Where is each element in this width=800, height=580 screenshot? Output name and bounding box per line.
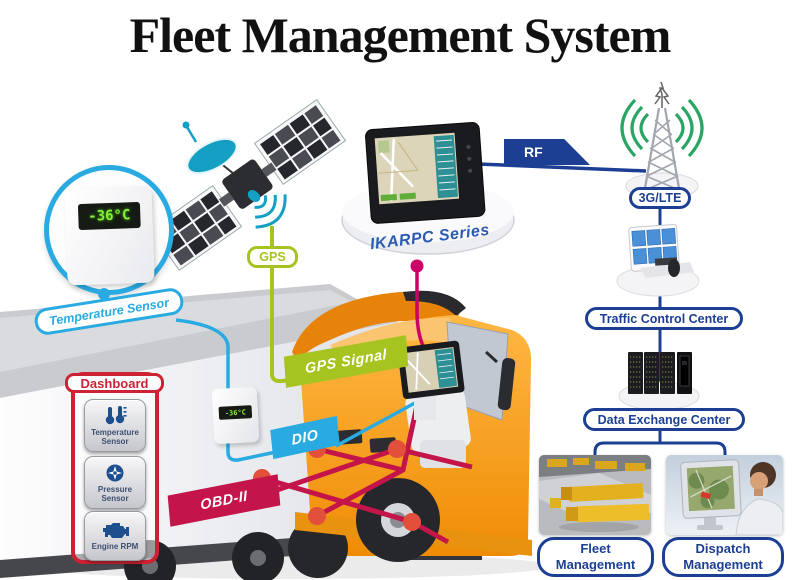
engine-icon <box>103 522 129 538</box>
gps-label: GPS <box>247 246 298 268</box>
dashboard-button-engine: Engine RPM <box>84 511 146 561</box>
thermometer-icon <box>105 405 127 425</box>
pressure-gauge-icon <box>106 464 124 482</box>
server-rack-icon <box>618 352 700 411</box>
dashboard-button-label: Temperature Sensor <box>91 427 139 446</box>
dashboard-button-temperature: Temperature Sensor <box>84 399 146 452</box>
trailer-sensor-device: -36°C <box>211 386 260 445</box>
dashboard-title: Dashboard <box>65 373 164 393</box>
temperature-sensor-device: -36°C <box>64 185 155 286</box>
temperature-display: -36°C <box>77 201 141 231</box>
fleet-management-label: Fleet Management <box>537 537 654 577</box>
network-3g-lte-label: 3G/LTE <box>629 187 691 209</box>
in-cab-tablet <box>397 340 465 420</box>
satellite-icon <box>149 99 347 271</box>
satellite-signal-icon <box>247 190 287 229</box>
dashboard-button-label: Pressure Sensor <box>97 484 133 503</box>
trailer-sensor-display: -36°C <box>218 405 253 420</box>
tower-signal-icon <box>620 98 704 158</box>
dashboard-button-pressure: Pressure Sensor <box>84 456 146 509</box>
page-title: Fleet Management System <box>129 7 672 63</box>
dashboard-button-label: Engine RPM <box>91 541 139 551</box>
control-room-icon <box>616 223 700 297</box>
data-exchange-center-label: Data Exchange Center <box>583 408 745 431</box>
dispatch-photo <box>666 455 783 535</box>
dispatch-management-label: Dispatch Management <box>662 537 784 577</box>
cell-tower-icon <box>620 81 704 200</box>
fleet-photo <box>539 455 651 535</box>
ikarpc-device <box>341 122 515 255</box>
traffic-control-center-label: Traffic Control Center <box>585 307 743 330</box>
lightning-icon <box>654 81 670 105</box>
